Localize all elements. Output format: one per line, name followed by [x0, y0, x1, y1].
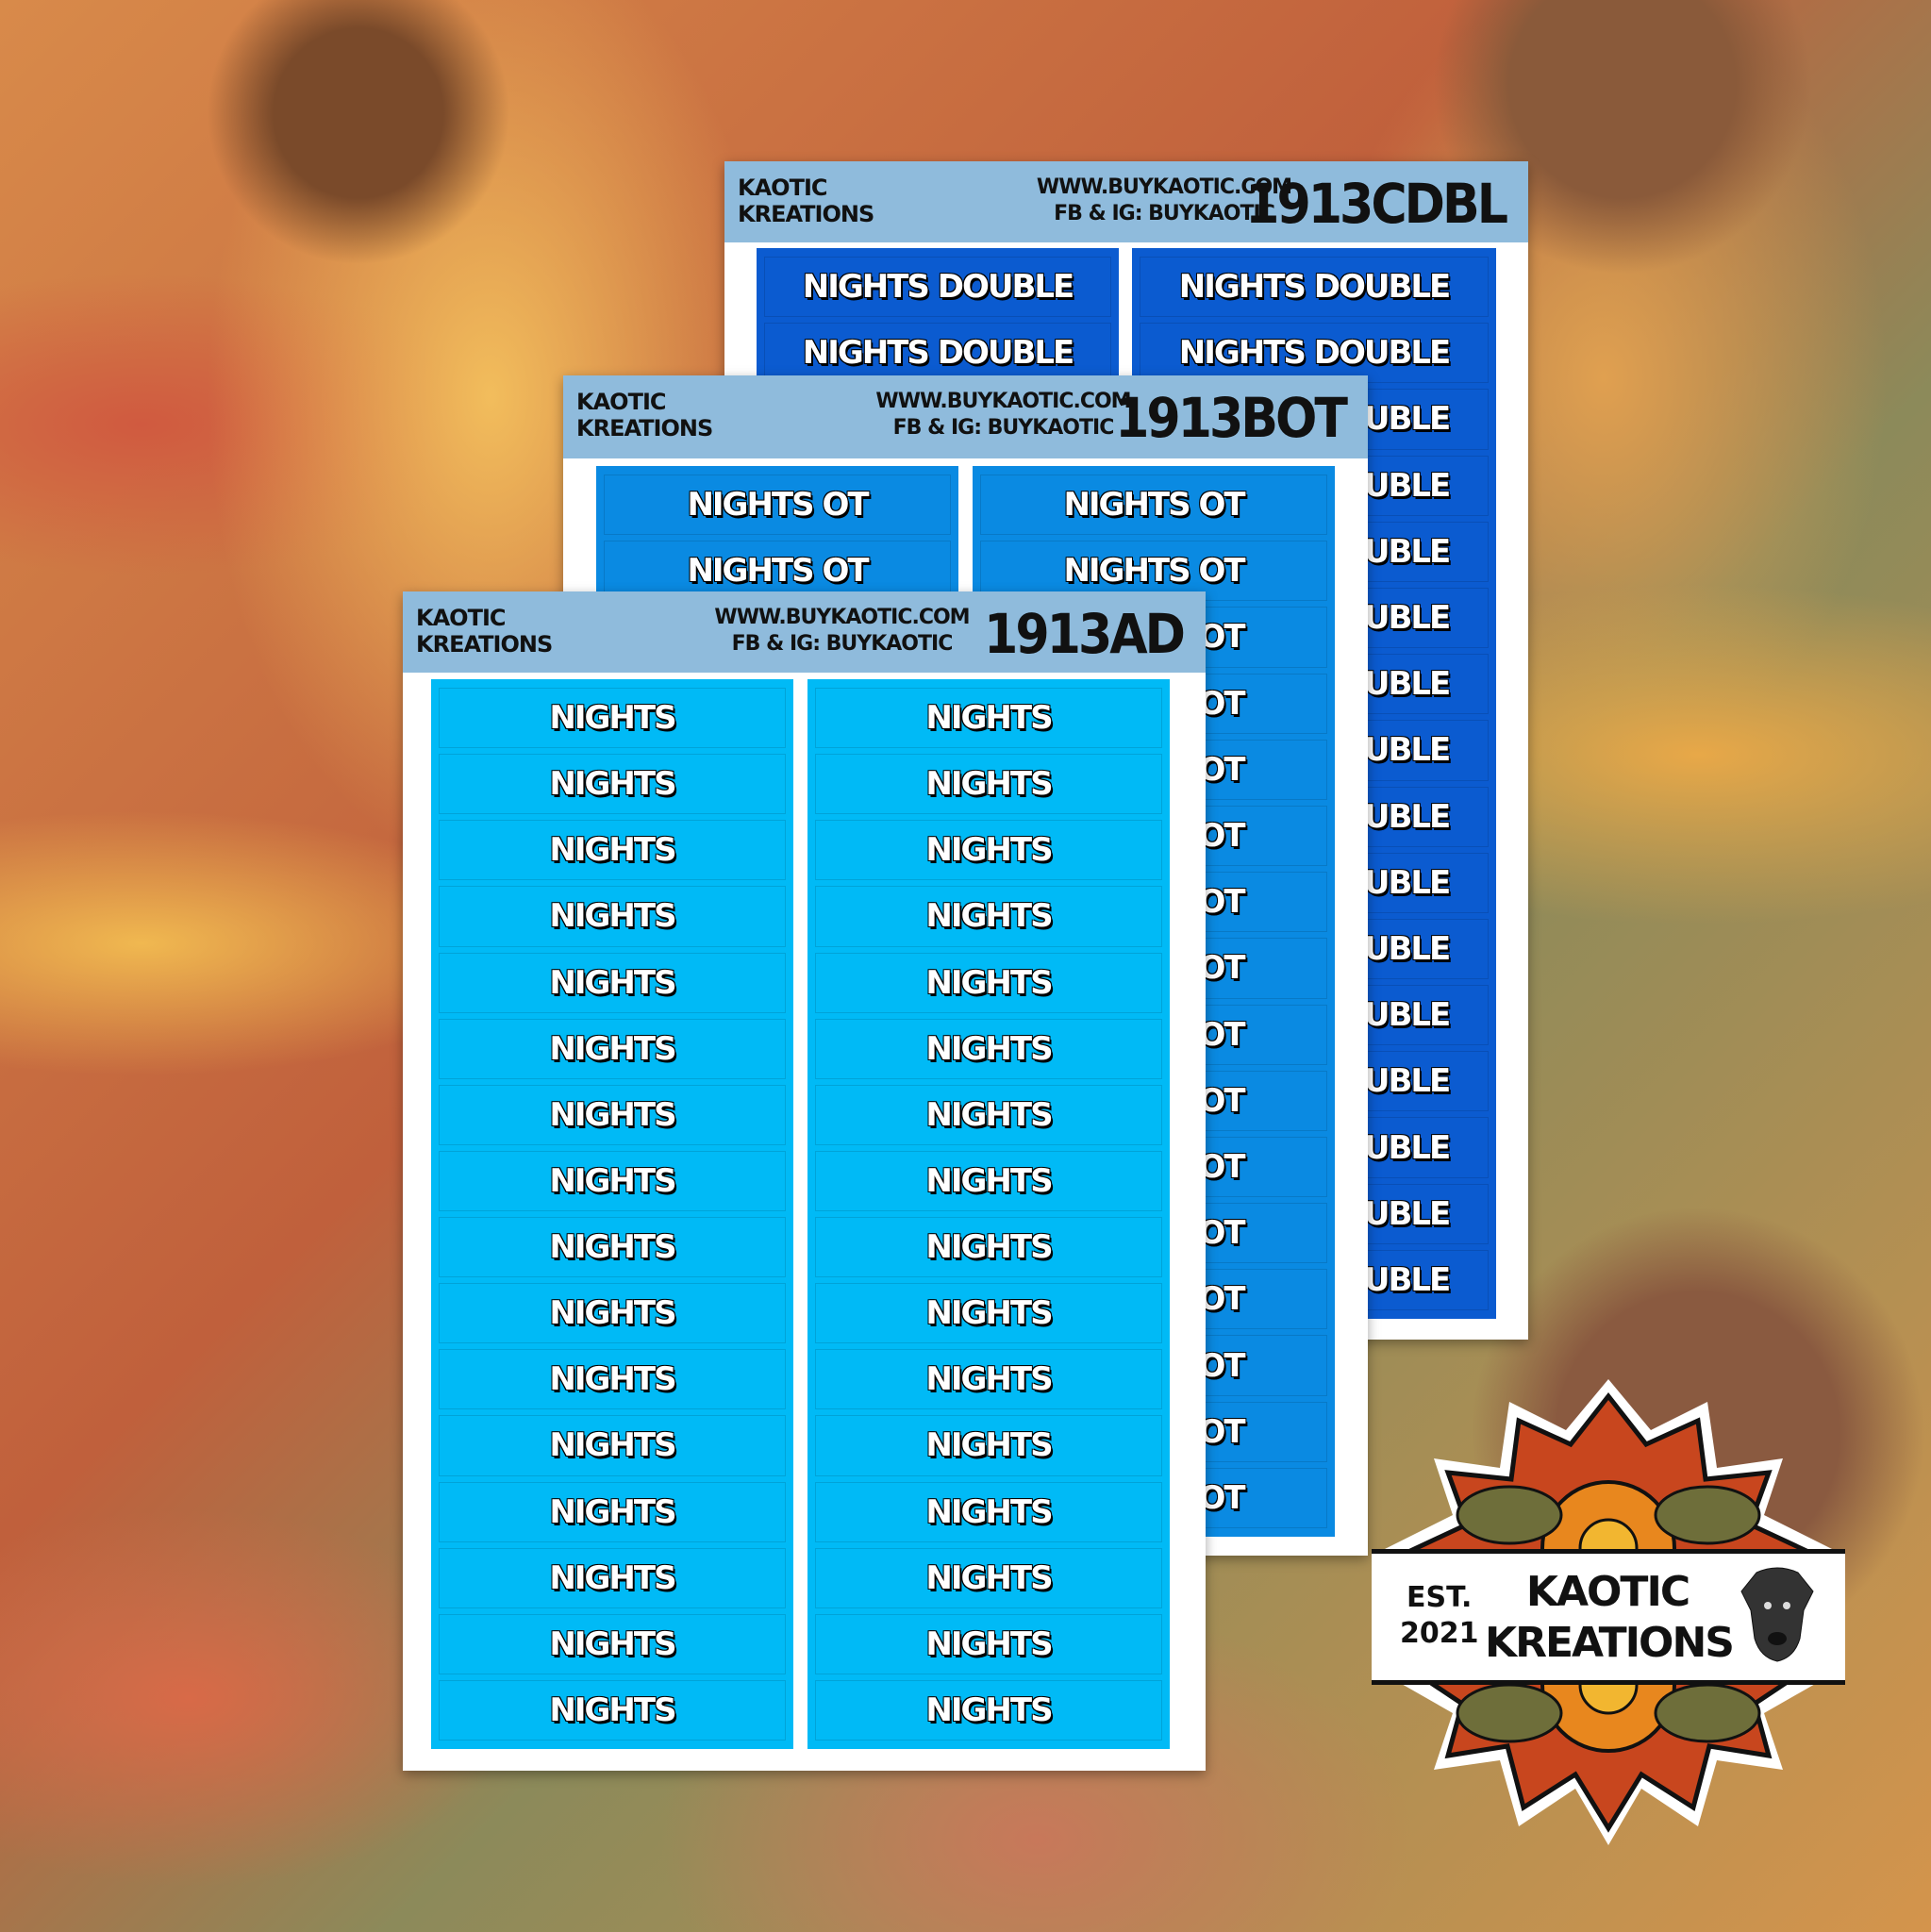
sheet-brand: KAOTIC KREATIONS: [738, 175, 874, 227]
sheet-header: KAOTIC KREATIONS WWW.BUYKAOTIC.COM FB & …: [403, 591, 1206, 673]
sticker-label: NIGHTS: [815, 1150, 1162, 1211]
sheet-code: 1913AD: [984, 602, 1186, 666]
sticker-label: NIGHTS: [815, 1084, 1162, 1145]
sheet-social: FB & IG: BUYKAOTIC: [892, 416, 1115, 440]
logo-year: 2021: [1400, 1617, 1479, 1650]
sticker-label: NIGHTS: [439, 1018, 786, 1079]
sheet-header: KAOTIC KREATIONS WWW.BUYKAOTIC.COM FB & …: [563, 375, 1368, 458]
sticker-label: NIGHTS: [815, 1018, 1162, 1079]
sticker-label: NIGHTS: [439, 1217, 786, 1278]
sticker-label: NIGHTS: [439, 688, 786, 749]
sticker-label: NIGHTS: [439, 1547, 786, 1608]
sticker-label: NIGHTS: [439, 886, 786, 947]
logo-est: EST.: [1407, 1581, 1473, 1614]
sheet-brand: KAOTIC KREATIONS: [576, 389, 713, 441]
sticker-label: NIGHTS DOUBLE: [764, 323, 1111, 384]
sticker-label: NIGHTS: [815, 820, 1162, 881]
logo-name-line1: KAOTIC: [1525, 1568, 1690, 1616]
sticker-label: NIGHTS DOUBLE: [1140, 323, 1489, 384]
sticker-label: NIGHTS: [439, 1150, 786, 1211]
sticker-label: NIGHTS: [439, 1349, 786, 1410]
sticker-label: NIGHTS: [815, 1613, 1162, 1674]
sticker-label: NIGHTS: [815, 688, 1162, 749]
sticker-label: NIGHTS: [439, 1283, 786, 1344]
sticker-label: NIGHTS: [815, 1415, 1162, 1476]
sticker-label: NIGHTS: [815, 1547, 1162, 1608]
sheet-website: WWW.BUYKAOTIC.COM: [1036, 175, 1292, 199]
logo-name-line2: KREATIONS: [1485, 1619, 1735, 1667]
sticker-label: NIGHTS: [439, 1415, 786, 1476]
sticker-label: NIGHTS: [815, 1283, 1162, 1344]
sheet-social: FB & IG: BUYKAOTIC: [731, 632, 954, 656]
sticker-label: NIGHTS: [439, 820, 786, 881]
sticker-label: NIGHTS: [815, 1679, 1162, 1740]
brand-logo-sticker: EST. 2021 KAOTIC KREATIONS: [1368, 1374, 1849, 1849]
sticker-label: NIGHTS: [439, 754, 786, 815]
sticker-label: NIGHTS DOUBLE: [1140, 257, 1489, 318]
sticker-label: NIGHTS: [815, 952, 1162, 1013]
sticker-label: NIGHTS: [815, 1217, 1162, 1278]
sheet-website: WWW.BUYKAOTIC.COM: [714, 606, 970, 629]
sticker-sheet-1913AD: KAOTIC KREATIONS WWW.BUYKAOTIC.COM FB & …: [403, 591, 1206, 1771]
sticker-label: NIGHTS OT: [604, 475, 951, 536]
sheet-header: KAOTIC KREATIONS WWW.BUYKAOTIC.COM FB & …: [724, 161, 1528, 242]
sheet-contact: WWW.BUYKAOTIC.COM FB & IG: BUYKAOTIC: [853, 389, 1155, 441]
sheet-brand: KAOTIC KREATIONS: [416, 605, 553, 658]
sticker-label: NIGHTS: [815, 754, 1162, 815]
sticker-label: NIGHTS: [815, 1349, 1162, 1410]
sticker-label: NIGHTS DOUBLE: [764, 257, 1111, 318]
sticker-label: NIGHTS: [815, 886, 1162, 947]
sticker-label: NIGHTS: [815, 1481, 1162, 1542]
sticker-label: NIGHTS: [439, 1481, 786, 1542]
sticker-label: NIGHTS OT: [980, 475, 1327, 536]
sheet-contact: WWW.BUYKAOTIC.COM FB & IG: BUYKAOTIC: [1013, 175, 1315, 227]
sticker-label: NIGHTS: [439, 1613, 786, 1674]
sheet-social: FB & IG: BUYKAOTIC: [1054, 202, 1275, 225]
logo-banner: EST. 2021 KAOTIC KREATIONS: [1372, 1549, 1845, 1685]
sheet-code: 1913BOT: [1115, 386, 1348, 450]
sticker-label: NIGHTS: [439, 952, 786, 1013]
sheet-website: WWW.BUYKAOTIC.COM: [875, 390, 1131, 413]
sheet-code: 1913CDBL: [1245, 172, 1508, 236]
sticker-label: NIGHTS: [439, 1679, 786, 1740]
sticker-label: NIGHTS: [439, 1084, 786, 1145]
sheet-contact: WWW.BUYKAOTIC.COM FB & IG: BUYKAOTIC: [691, 605, 993, 658]
dog-head-icon: [1740, 1567, 1814, 1662]
